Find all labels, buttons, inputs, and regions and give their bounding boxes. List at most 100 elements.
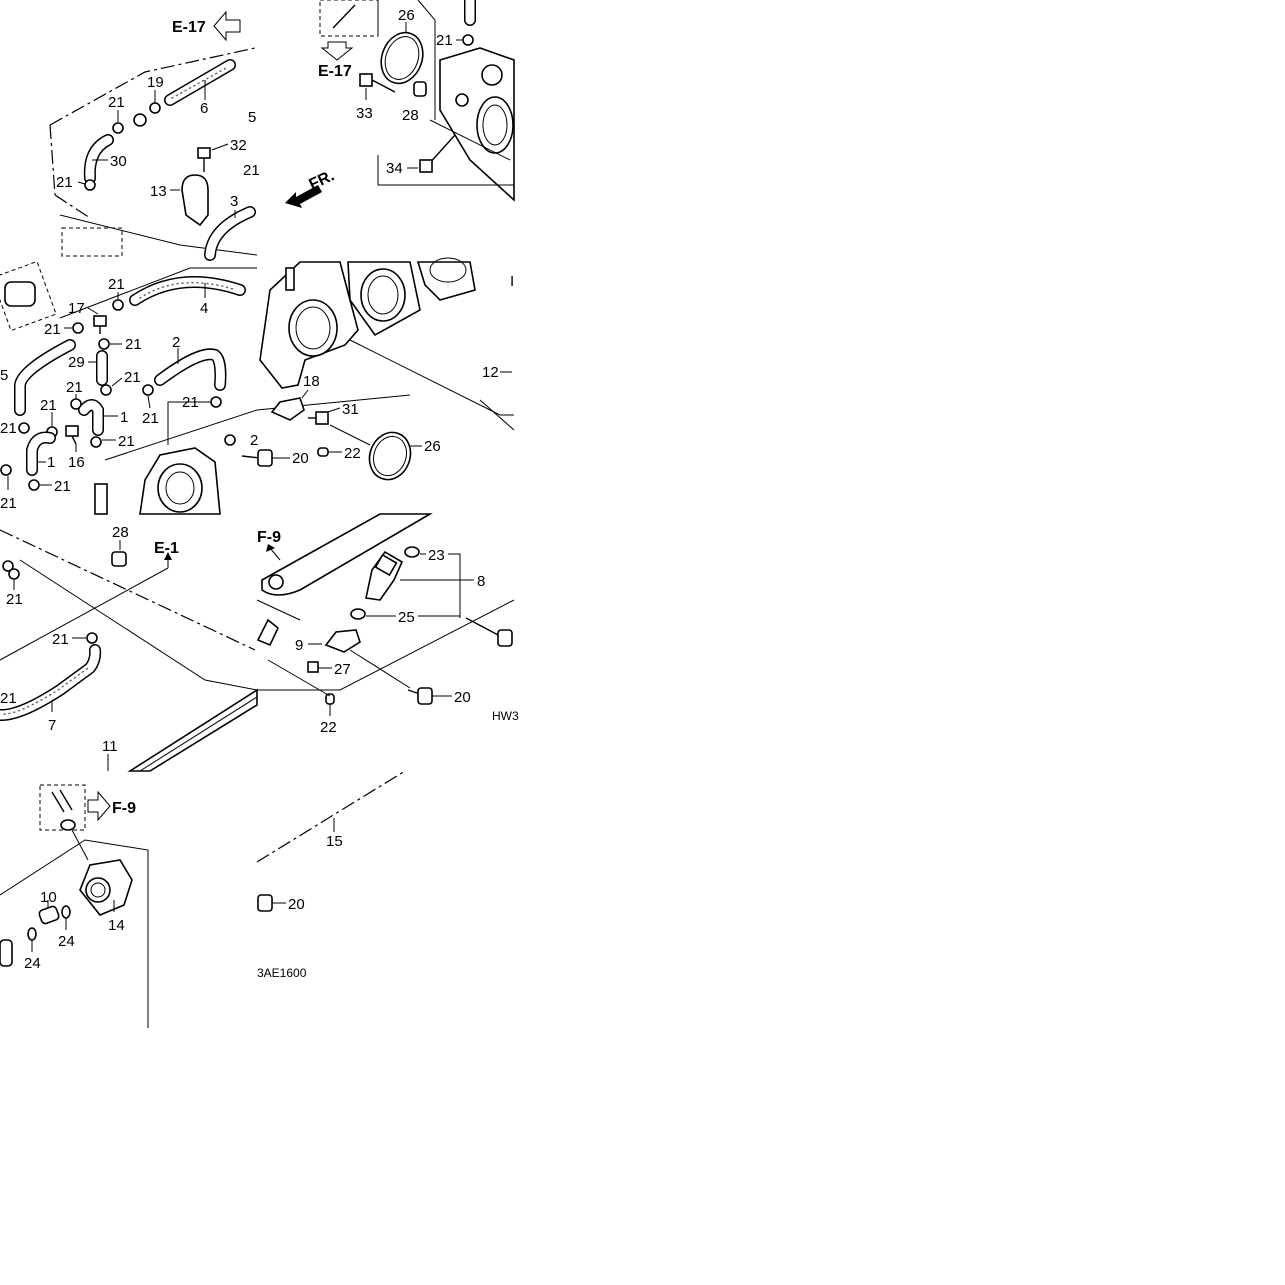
callout-edge: I xyxy=(510,273,514,290)
tile-bottom-right: 15 20 3AE1600 xyxy=(256,770,406,980)
callout-2: 2 xyxy=(172,334,180,351)
callout-20: 20 xyxy=(292,450,309,467)
throttle-body xyxy=(439,47,515,202)
tile-lower-left: E-1 28 21 21 7 21 11 xyxy=(0,524,258,772)
callout-2b: 2 xyxy=(250,432,258,449)
seal-24b xyxy=(27,927,37,941)
callout-7: 7 xyxy=(48,717,56,734)
callout-8: 8 xyxy=(477,573,485,590)
bracket-18 xyxy=(270,397,305,421)
callout-23: 23 xyxy=(428,547,445,564)
bolt-stub-icon xyxy=(465,617,513,647)
callout-14: 14 xyxy=(108,917,125,934)
callout-28: 28 xyxy=(402,107,419,124)
bolt-34-icon xyxy=(419,134,456,173)
callout-12: 12 xyxy=(482,364,499,381)
hose-3 xyxy=(204,206,256,261)
callout-21b-b: 21 xyxy=(52,631,69,648)
clamp-21-icon xyxy=(90,436,102,448)
callout-24b: 24 xyxy=(24,955,41,972)
bolt-33-icon xyxy=(359,73,396,93)
tile-top-left: E-17 6 19 21 30 21 xyxy=(49,10,260,261)
callout-27: 27 xyxy=(334,661,351,678)
callout-13: 13 xyxy=(150,183,167,200)
seal-24a xyxy=(61,905,71,919)
pin-22 xyxy=(317,447,329,457)
fuel-rail-11 xyxy=(127,688,258,772)
f9-arrow-icon xyxy=(266,544,281,561)
callout-26: 26 xyxy=(398,7,415,24)
callout-21: 21 xyxy=(436,32,453,49)
tile-lower-right: F-9 23 8 25 9 27 xyxy=(256,513,519,736)
callout-20c: 20 xyxy=(288,896,305,913)
tile-middle-left: 4 21 17 21 21 2 29 21 xyxy=(0,260,258,515)
connector-stub xyxy=(0,939,13,967)
clamp-21-icon xyxy=(0,464,12,476)
callout-26b: 26 xyxy=(424,438,441,455)
callout-25: 25 xyxy=(398,609,415,626)
dowel-28 xyxy=(413,81,427,97)
callout-21g: 21 xyxy=(40,397,57,414)
callout-21d: 21 xyxy=(124,369,141,386)
clamp-21-icon xyxy=(28,479,40,491)
callout-21e: 21 xyxy=(66,379,83,396)
clamp-21-icon xyxy=(2,560,14,572)
injector-8 xyxy=(365,550,404,601)
bolt-27-icon xyxy=(307,661,319,673)
callout-17: 17 xyxy=(68,300,85,317)
e17-down-arrow-icon xyxy=(320,41,354,61)
callout-22b: 22 xyxy=(320,719,337,736)
hose-2 xyxy=(154,348,227,391)
callout-10: 10 xyxy=(40,889,57,906)
callout-28b: 28 xyxy=(112,524,129,541)
callout-32: 32 xyxy=(230,137,247,154)
callout-20b: 20 xyxy=(454,689,471,706)
callout-30: 30 xyxy=(110,153,127,170)
callout-6: 6 xyxy=(200,100,208,117)
callout-5: 5 xyxy=(248,109,256,126)
clamp-21-icon xyxy=(8,568,20,580)
callout-9: 9 xyxy=(295,637,303,654)
intake-manifold xyxy=(259,257,476,389)
clamp-21-icon xyxy=(18,422,30,434)
e17-arrow-icon xyxy=(213,10,241,42)
o-ring-26 xyxy=(380,31,424,85)
callout-31: 31 xyxy=(342,401,359,418)
callout-1a: 1 xyxy=(120,409,128,426)
callout-3: 3 xyxy=(230,193,238,210)
hose-1b xyxy=(26,431,56,476)
callout-21c: 21 xyxy=(125,336,142,353)
callout-16: 16 xyxy=(68,454,85,471)
clamp-21-icon xyxy=(72,322,84,334)
callout-19: 19 xyxy=(147,74,164,91)
hose-30 xyxy=(83,134,114,184)
ref-e17: E-17 xyxy=(172,19,206,36)
code-hw: HW3 xyxy=(492,709,519,723)
joint-17 xyxy=(93,315,107,334)
callout-21a: 21 xyxy=(108,94,125,111)
clamp-21-icon xyxy=(142,384,154,396)
f9-arrow-icon-b xyxy=(87,790,111,822)
callout-34: 34 xyxy=(386,160,403,177)
front-arrow-icon xyxy=(285,185,322,208)
clamp-21-icon xyxy=(84,179,96,191)
ref-f9-b: F-9 xyxy=(112,800,136,817)
callout-11: 11 xyxy=(102,738,118,755)
injector-stub xyxy=(256,618,279,647)
callout-21k: 21 xyxy=(54,478,71,495)
dowel-28b xyxy=(111,551,127,567)
callout-1b: 1 xyxy=(47,454,55,471)
tile-bottom-left: F-9 14 10 24 24 xyxy=(0,784,149,1028)
callout-29: 29 xyxy=(68,354,85,371)
ref-e1: E-1 xyxy=(154,540,179,557)
bolt-32-icon xyxy=(197,147,211,172)
callout-21f: 21 xyxy=(142,410,159,427)
callout-21b: 21 xyxy=(44,321,61,338)
t-joint-19 xyxy=(133,102,161,127)
bracket-13 xyxy=(181,174,209,227)
hose-4 xyxy=(129,276,246,306)
clamp-21-icon xyxy=(98,338,110,350)
filter-10 xyxy=(38,905,60,925)
clamp-21-icon xyxy=(224,434,236,446)
